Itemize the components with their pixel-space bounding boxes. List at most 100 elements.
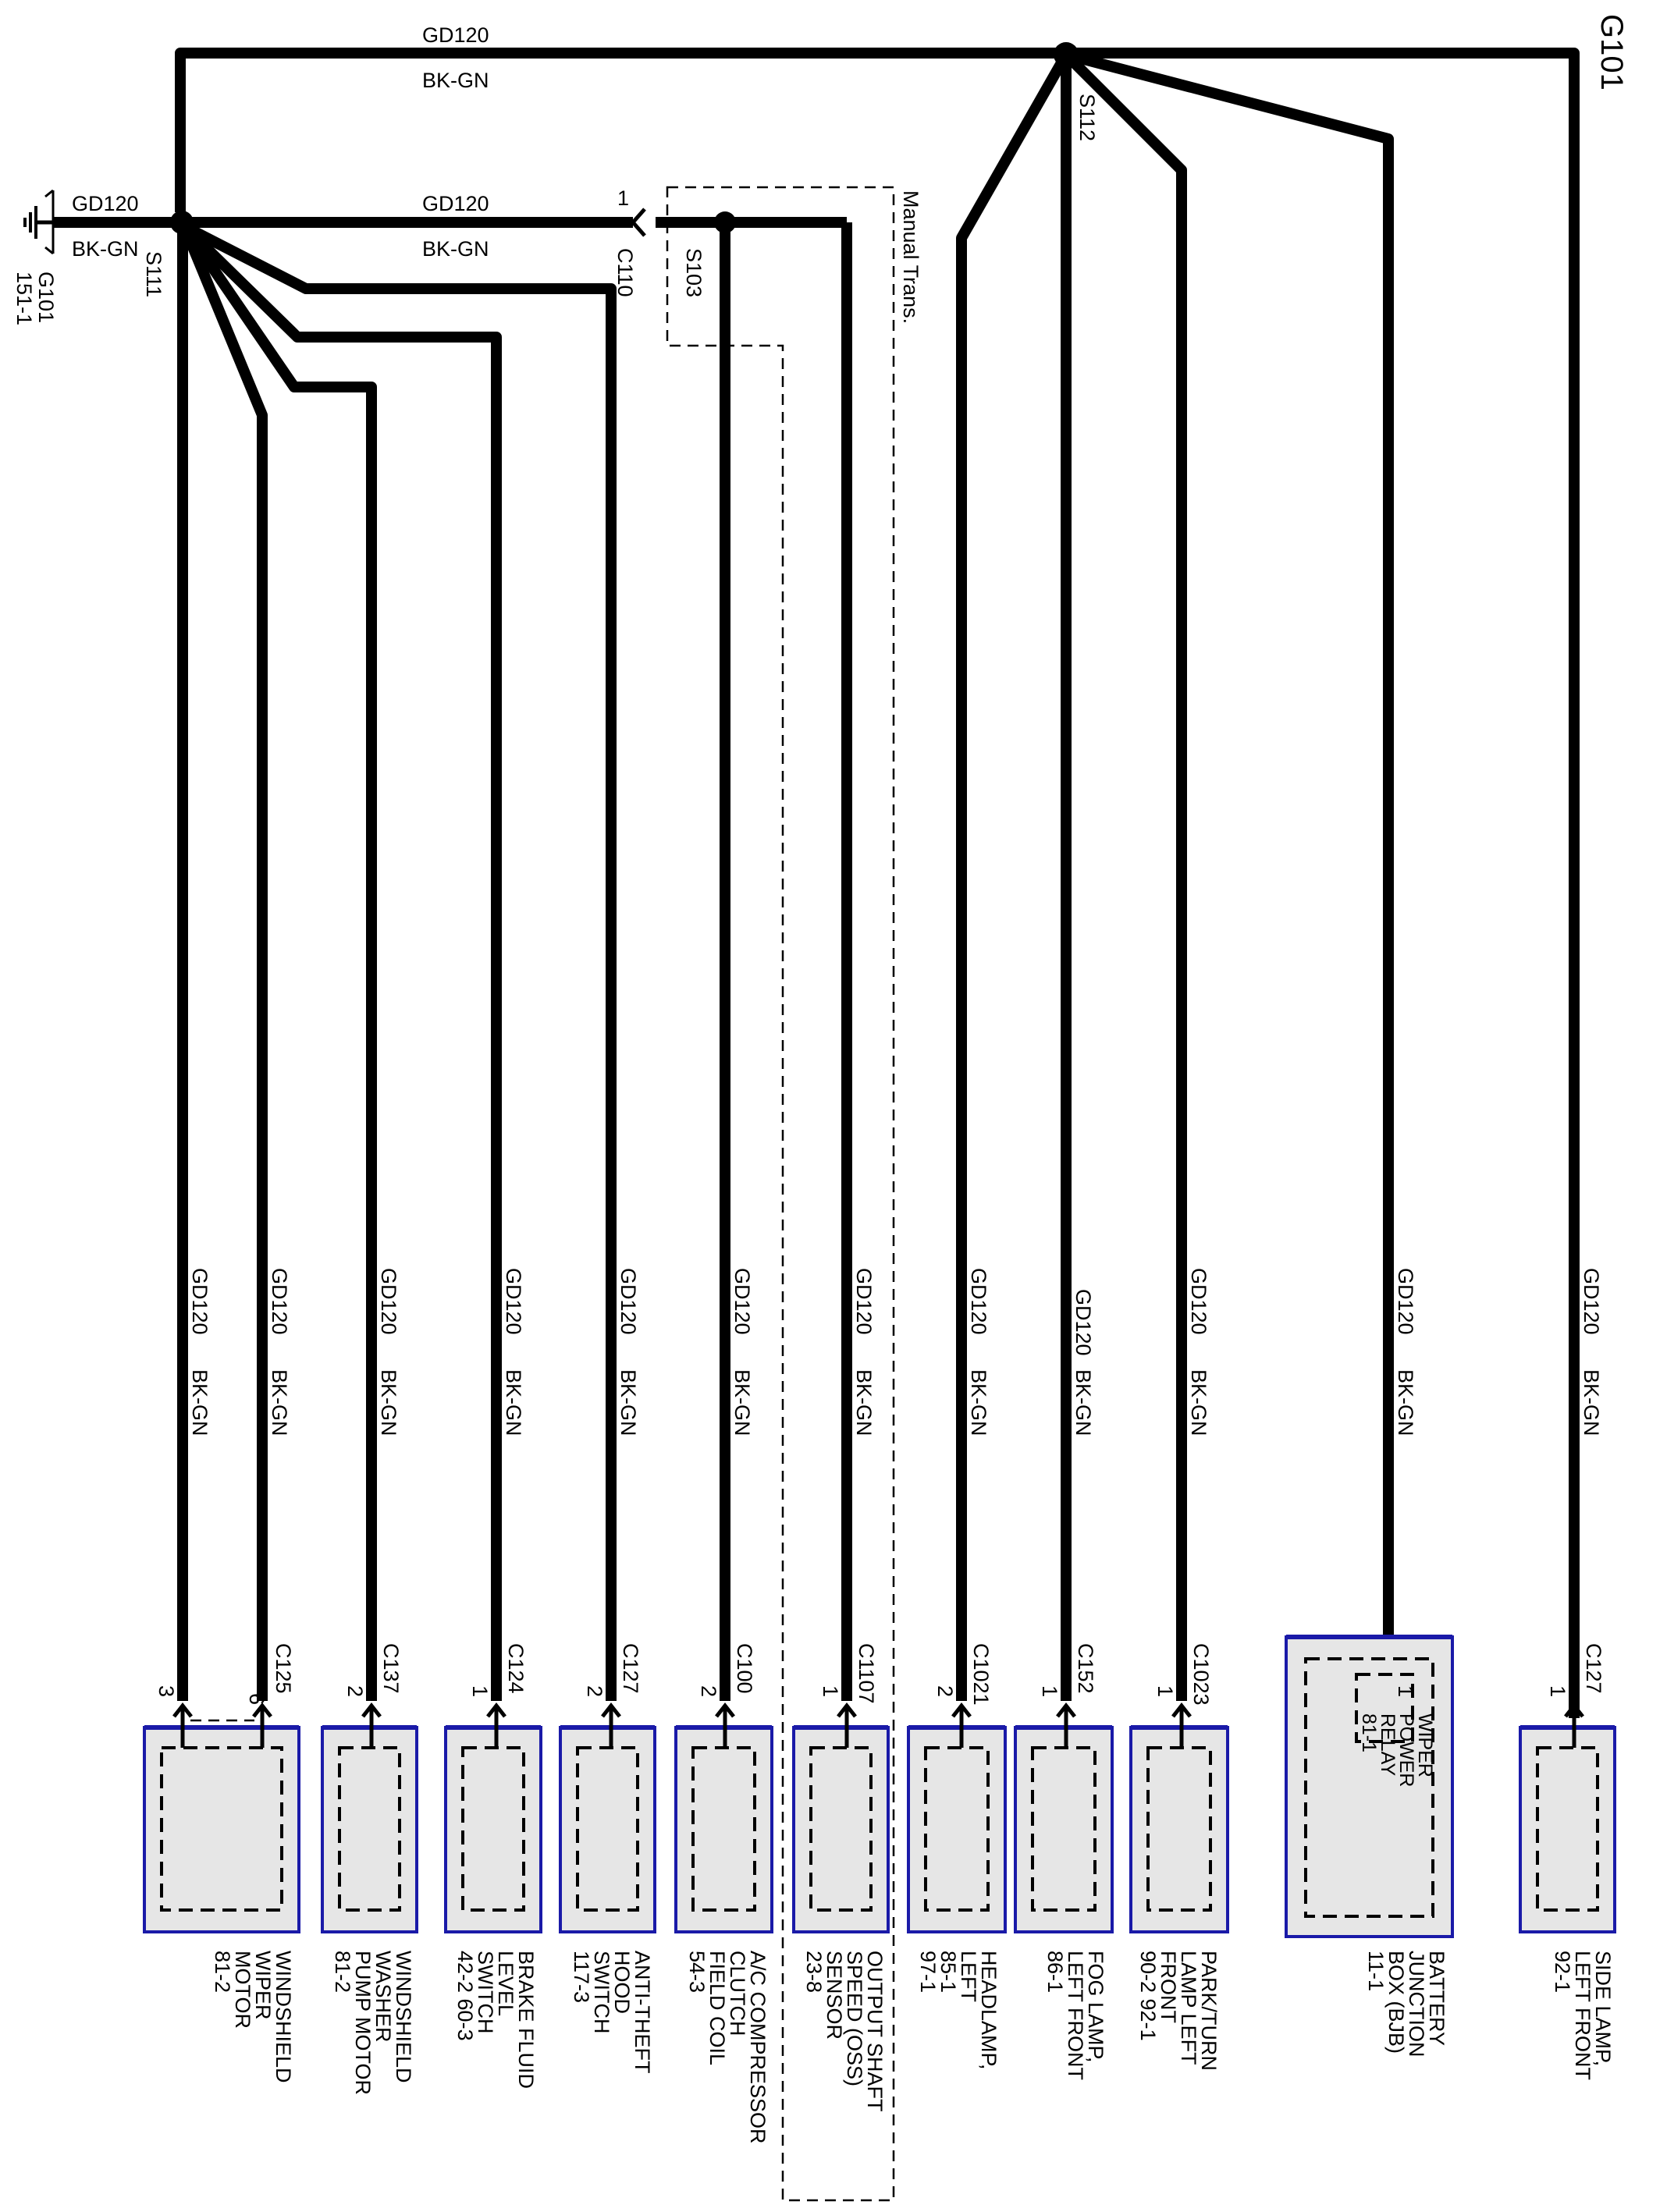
component-2-name-line-2: SWITCH [474, 1951, 497, 2033]
wire-code-label-10: GD120 [1394, 1268, 1417, 1335]
splice-s103-node [714, 211, 736, 233]
ground-id-label: G101 [34, 272, 58, 323]
wire-color-label-7: BK-GN [967, 1369, 990, 1436]
wire-color-label-2: BK-GN [377, 1369, 400, 1436]
component-2-name-line-0: BRAKE FLUID [514, 1951, 538, 2089]
wire-code-label-7: GD120 [967, 1268, 990, 1335]
component-5-connector-label: C1107 [855, 1643, 878, 1704]
component-4-name-line-3: 54-3 [685, 1951, 709, 1993]
component-9-inner-line-2: RELAY [1377, 1713, 1399, 1776]
wire-color-label-3: BK-GN [502, 1369, 525, 1436]
component-5-name-line-0: OUTPUT SHAFT [863, 1951, 887, 2112]
component-10-inner-outline [1536, 1746, 1599, 1912]
inline-connector-c110-symbol [630, 208, 646, 237]
splice-s103-label: S103 [682, 248, 706, 297]
wire-color-label-11: BK-GN [1580, 1369, 1603, 1436]
component-7-inner-outline [1031, 1746, 1097, 1912]
component-7-box [1014, 1726, 1114, 1933]
component-5-inner-outline [809, 1746, 873, 1912]
component-6-pin-0: 2 [933, 1685, 957, 1697]
wire-code-label-1: GD120 [268, 1268, 291, 1335]
component-1-box [321, 1726, 418, 1933]
wire-code-label-6: GD120 [852, 1268, 876, 1335]
component-5-name-line-1: SPEED (OSS) [843, 1951, 866, 2086]
component-9-relay-pin-outline [1355, 1673, 1414, 1743]
component-9-name-line-3: 11-1 [1364, 1951, 1388, 1991]
wire-color-label-4: BK-GN [617, 1369, 640, 1436]
component-3-connector-label: C127 [619, 1643, 642, 1694]
wire-color-label-8: BK-GN [1072, 1369, 1095, 1436]
component-9-pin-0: 1 [1394, 1685, 1417, 1697]
component-10-pin-0: 1 [1546, 1685, 1569, 1697]
component-1-name-line-0: WINDSHIELD [392, 1951, 415, 2083]
wire-code-label-0: GD120 [188, 1268, 211, 1335]
component-6-name-line-0: HEADLAMP, [977, 1951, 1001, 2070]
wire-bjb [1065, 49, 1394, 1637]
manual-trans-label: Manual Trans. [899, 190, 922, 324]
component-10-connector-label: C127 [1582, 1643, 1605, 1694]
component-4-pin-0: 2 [697, 1685, 720, 1697]
wire-color-label-10: BK-GN [1394, 1369, 1417, 1436]
component-7-name-line-0: FOG LAMP, [1084, 1951, 1107, 2063]
component-9-inner-outline [1304, 1657, 1434, 1918]
wire-top-bus [175, 48, 1580, 1718]
wire-c1021 [956, 51, 1072, 1701]
component-2-connector-label: C124 [504, 1643, 528, 1694]
component-1-name-line-2: PUMP MOTOR [351, 1951, 375, 2095]
wire-c137 [179, 223, 377, 1701]
component-7-name-line-2: 86-1 [1043, 1951, 1067, 1993]
component-4-connector-label: C100 [733, 1643, 756, 1694]
top-ground-label: G101 [1594, 14, 1629, 91]
component-9-box [1285, 1635, 1454, 1938]
inline-connector-c110-pin: 1 [617, 186, 629, 210]
component-3-name-line-0: ANTI-THEFT [631, 1951, 654, 2073]
component-9-name-line-1: JUNCTION [1405, 1951, 1428, 2058]
top-bus-code: GD120 [422, 23, 489, 47]
component-1-pin-0: 2 [343, 1685, 367, 1697]
wire-color-label-0: BK-GN [188, 1369, 211, 1436]
component-6-name-line-3: 97-1 [916, 1951, 940, 1993]
component-2-name-line-1: LEVEL [494, 1951, 517, 2016]
component-9-inner-line-0: WIPER [1414, 1713, 1436, 1777]
splice-s112-node [1054, 42, 1079, 67]
component-1-name-line-3: 81-2 [331, 1951, 354, 1993]
wire-c1023 [1062, 51, 1187, 1701]
splice-s111-node [170, 211, 194, 234]
splice-s111-label: S111 [142, 251, 165, 297]
component-6-connector-label: C1021 [969, 1643, 993, 1706]
component-4-name-line-2: FIELD COIL [706, 1951, 729, 2065]
component-3-inner-outline [576, 1746, 639, 1912]
wire-code-label-9: GD120 [1187, 1268, 1210, 1335]
component-0-inner-outline [160, 1746, 283, 1912]
component-2-box [444, 1726, 542, 1933]
component-10-name-line-2: 92-1 [1551, 1951, 1574, 1993]
component-2-pin-0: 1 [468, 1685, 492, 1697]
middle-bus-color: BK-GN [422, 237, 489, 261]
component-5-name-line-2: SENSOR [823, 1951, 846, 2040]
component-1-connector-label: C137 [379, 1643, 403, 1694]
component-9-name-line-2: BOX (BJB) [1384, 1951, 1408, 2054]
splice-s112-label: S112 [1075, 94, 1099, 141]
component-5-pin-0: 1 [819, 1685, 842, 1697]
component-9-inner-line-1: POWER [1395, 1713, 1417, 1787]
ground-stub-code: GD120 [72, 192, 139, 215]
component-6-inner-outline [924, 1746, 990, 1912]
component-4-box [674, 1726, 773, 1933]
component-0-box [143, 1726, 300, 1933]
component-10-name-line-0: SIDE LAMP, [1591, 1951, 1615, 2066]
wire-c127 [181, 221, 617, 1701]
inline-connector-c110-label: C110 [613, 248, 637, 297]
wire-color-label-5: BK-GN [730, 1369, 754, 1436]
component-0-name-line-0: WINDSHIELD [272, 1951, 295, 2083]
component-3-pin-0: 2 [583, 1685, 606, 1697]
component-4-name-line-1: CLUTCH [726, 1951, 749, 2036]
ground-stub-color: BK-GN [72, 237, 139, 261]
wire-color-label-6: BK-GN [852, 1369, 876, 1436]
middle-bus-code: GD120 [422, 192, 489, 215]
component-10-box [1519, 1726, 1616, 1933]
wire-code-label-5: GD120 [730, 1268, 754, 1335]
component-7-connector-label: C152 [1074, 1643, 1097, 1694]
wire-color-label-9: BK-GN [1187, 1369, 1210, 1436]
component-9-name-line-0: BATTERY [1425, 1951, 1448, 2046]
